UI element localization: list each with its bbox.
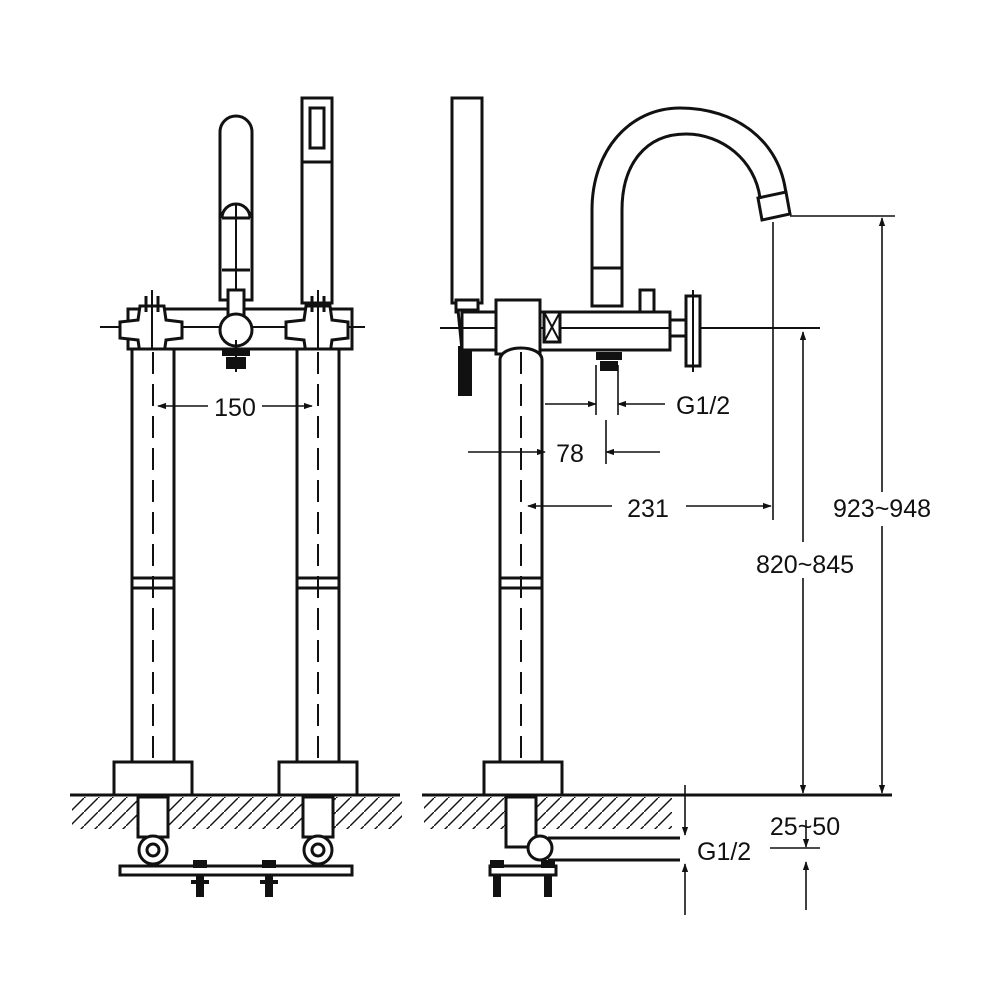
dim-body-height-label: 820~845 — [756, 551, 854, 579]
underfloor-side — [488, 795, 680, 897]
dim-231: 231 — [527, 222, 774, 523]
side-view: G1/2 78 231 923~948 820~845 — [422, 96, 931, 915]
hand-shower-front — [300, 96, 334, 305]
dim-150: 150 — [157, 394, 313, 422]
dim-25-50: 25~50 — [681, 785, 840, 915]
dim-total-height-label: 923~948 — [833, 495, 931, 523]
dim-g12-top: G1/2 — [545, 365, 730, 420]
floor-front — [70, 793, 402, 829]
diverter-knob-front — [218, 288, 254, 372]
dim-spout-reach-label: 231 — [627, 495, 669, 523]
dim-inlet-offset-label: 78 — [556, 440, 584, 468]
dim-center-spacing-label: 150 — [214, 394, 256, 422]
floor-side — [422, 793, 892, 829]
spout-front — [218, 114, 254, 302]
dim-inlet-thread-bottom-label: G1/2 — [697, 838, 751, 866]
underfloor-front — [118, 795, 354, 897]
hand-shower-side — [450, 96, 484, 396]
gooseneck-spout — [590, 106, 792, 308]
dim-78: 78 — [468, 420, 660, 468]
dim-923-948: 923~948 — [790, 215, 931, 794]
dim-g12-bottom: G1/2 — [697, 838, 751, 866]
dim-floor-depth-label: 25~50 — [770, 813, 840, 841]
front-view: 150 — [70, 96, 402, 897]
dim-820-845: 820~845 — [756, 331, 854, 794]
leg-left — [112, 347, 194, 797]
dim-inlet-thread-top-label: G1/2 — [676, 392, 730, 420]
leg-right — [277, 347, 359, 797]
cross-handle-side — [668, 290, 702, 372]
column-side — [482, 346, 564, 797]
mixer-body-side — [440, 288, 820, 356]
inlet-nut-side — [596, 352, 622, 371]
